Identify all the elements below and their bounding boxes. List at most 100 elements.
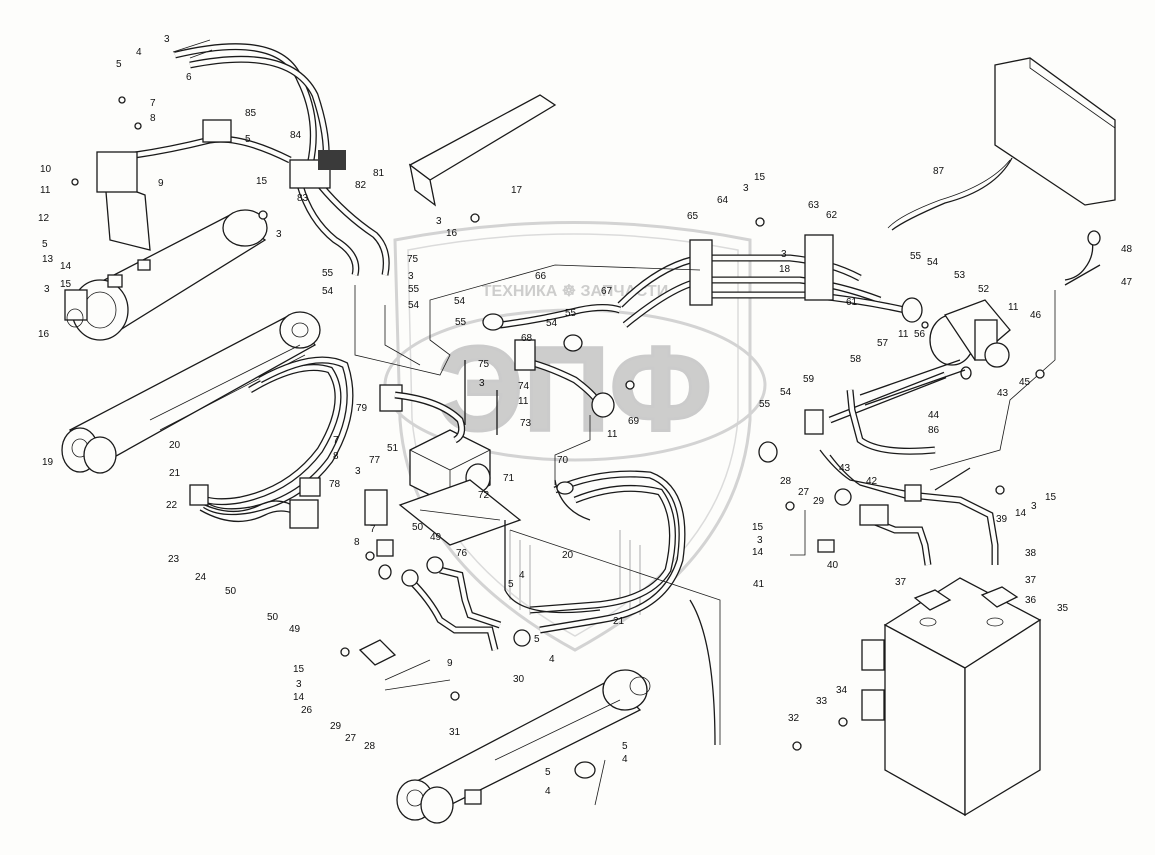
callout-27: 27: [345, 733, 357, 744]
callout-10: 10: [40, 164, 52, 175]
callout-11: 11: [607, 429, 618, 440]
bracket-65: [689, 239, 713, 306]
return-tubes-38-40: [817, 484, 999, 566]
callout-67: 67: [601, 286, 613, 297]
callout-54: 54: [780, 387, 792, 398]
callout-85: 85: [245, 108, 257, 119]
hydraulic-tank-35: [861, 577, 1042, 817]
callout-55: 55: [759, 399, 771, 410]
callout-44: 44: [928, 410, 940, 421]
callout-73: 73: [520, 418, 532, 429]
callout-15: 15: [256, 176, 268, 187]
callout-83: 83: [297, 193, 309, 204]
callout-53: 53: [954, 270, 966, 281]
callout-24: 24: [195, 572, 207, 583]
callout-66: 66: [535, 271, 547, 282]
hose-loop-20-21: [189, 356, 394, 557]
callout-5: 5: [622, 741, 628, 752]
callout-50: 50: [225, 586, 237, 597]
callout-38: 38: [1025, 548, 1037, 559]
callout-34: 34: [836, 685, 848, 696]
coupling-42: [859, 504, 889, 526]
callout-22: 22: [166, 500, 178, 511]
callout-5: 5: [534, 634, 540, 645]
callout-58: 58: [850, 354, 862, 365]
callout-11: 11: [1008, 302, 1019, 313]
callout-20: 20: [562, 550, 574, 561]
callout-55: 55: [408, 284, 420, 295]
callout-47: 47: [1121, 277, 1133, 288]
hose-loop-lower-center: [504, 470, 716, 746]
callout-20: 20: [169, 440, 181, 451]
callout-4: 4: [545, 786, 551, 797]
callout-63: 63: [808, 200, 820, 211]
callout-79: 79: [356, 403, 368, 414]
callout-50: 50: [267, 612, 279, 623]
callout-82: 82: [355, 180, 367, 191]
callout-76: 76: [456, 548, 468, 559]
callout-55: 55: [565, 308, 577, 319]
callout-75: 75: [478, 359, 490, 370]
callout-55: 55: [455, 317, 467, 328]
callout-37: 37: [895, 577, 907, 588]
hose-bundle-64-62: [617, 234, 923, 328]
callout-54: 54: [927, 257, 939, 268]
callout-8: 8: [333, 451, 339, 462]
callout-33: 33: [816, 696, 828, 707]
callout-9: 9: [158, 178, 164, 189]
callout-54: 54: [454, 296, 466, 307]
callout-7: 7: [150, 98, 156, 109]
callout-14: 14: [60, 261, 72, 272]
callout-54: 54: [546, 318, 558, 329]
callout-70: 70: [557, 455, 569, 466]
callout-14: 14: [1015, 508, 1027, 519]
callout-48: 48: [1121, 244, 1133, 255]
callout-5: 5: [245, 134, 251, 145]
pipe-76-30: [358, 556, 531, 666]
callout-29: 29: [813, 496, 825, 507]
callout-3: 3: [44, 284, 50, 295]
callout-21: 21: [169, 468, 181, 479]
callout-43: 43: [997, 388, 1009, 399]
callout-4: 4: [549, 654, 555, 665]
callout-3: 3: [296, 679, 302, 690]
guard-plate-17: [408, 94, 557, 207]
callout-86: 86: [928, 425, 940, 436]
callout-4: 4: [136, 47, 142, 58]
callout-8: 8: [354, 537, 360, 548]
clamp-85: [202, 119, 232, 143]
callout-16: 16: [38, 329, 50, 340]
callout-3: 3: [1031, 501, 1037, 512]
callout-labels: 3 4 5 6 7 8 85 5 10 11 9 12 5 13 14 15 3…: [38, 34, 1133, 797]
callout-54: 54: [322, 286, 334, 297]
watermark-tagline: ТЕХНИКА ☸ ЗАПЧАСТИ: [482, 283, 668, 300]
callout-30: 30: [513, 674, 525, 685]
callout-56: 56: [914, 329, 926, 340]
callout-21: 21: [613, 616, 625, 627]
callout-57: 57: [877, 338, 889, 349]
callout-52: 52: [978, 284, 990, 295]
callout-8: 8: [150, 113, 156, 124]
callout-68: 68: [521, 333, 533, 344]
callout-75: 75: [407, 254, 419, 265]
callout-61: 61: [846, 297, 858, 308]
callout-31: 31: [449, 727, 461, 738]
callout-3: 3: [757, 535, 763, 546]
callout-64: 64: [717, 195, 729, 206]
callout-3: 3: [479, 378, 485, 389]
callout-54: 54: [408, 300, 420, 311]
callout-15: 15: [752, 522, 764, 533]
leader-lines: [354, 264, 1056, 806]
callout-81: 81: [373, 168, 385, 179]
callout-5: 5: [42, 239, 48, 250]
callout-15: 15: [1045, 492, 1057, 503]
callout-51: 51: [387, 443, 399, 454]
callout-29: 29: [330, 721, 342, 732]
reservoir-top-right: [887, 57, 1116, 286]
connector-81: [318, 150, 346, 170]
callout-13: 13: [42, 254, 54, 265]
callout-27: 27: [798, 487, 810, 498]
callout-6: 6: [186, 72, 192, 83]
callout-40: 40: [827, 560, 839, 571]
